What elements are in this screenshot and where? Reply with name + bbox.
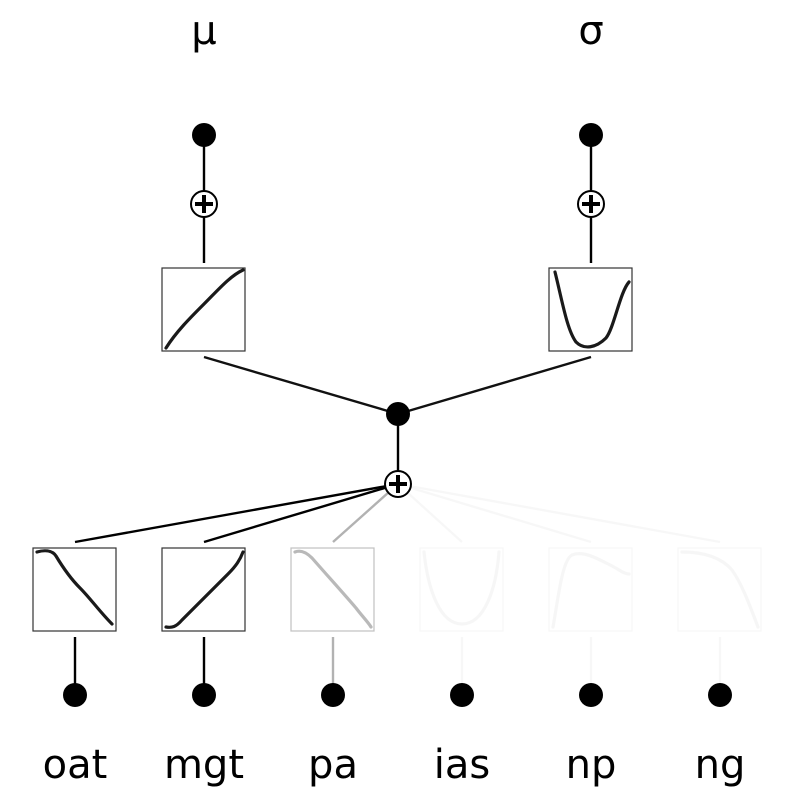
activation-box-oat bbox=[32, 547, 117, 632]
input-node-np bbox=[579, 683, 603, 707]
input-label-np: np bbox=[566, 742, 617, 788]
activation-curve-mu bbox=[164, 268, 245, 350]
input-branch-oat bbox=[32, 547, 117, 707]
edge-hidden-to-mu bbox=[203, 355, 399, 416]
input-label-oat: oat bbox=[43, 742, 108, 788]
activation-curve-oat bbox=[35, 549, 114, 626]
input-label-pa: pa bbox=[308, 742, 358, 788]
output-node-mu bbox=[192, 123, 216, 147]
input-label-ng: ng bbox=[695, 742, 746, 788]
input-branch-ng bbox=[678, 548, 761, 695]
edge-sum-to-mgt bbox=[203, 482, 399, 544]
activation-box-np bbox=[549, 548, 632, 631]
sum-node-icon bbox=[384, 470, 412, 498]
input-node-ng bbox=[708, 683, 732, 707]
hidden-node bbox=[386, 402, 410, 426]
activation-box-sigma bbox=[548, 267, 633, 352]
output-branch-sigma bbox=[548, 123, 633, 352]
input-branch-mgt bbox=[161, 547, 246, 707]
activation-box-pa bbox=[290, 547, 375, 632]
input-node-ias bbox=[450, 683, 474, 707]
output-branch-mu bbox=[161, 123, 246, 352]
edge-sum-to-pa bbox=[332, 483, 399, 543]
input-node-mgt bbox=[192, 683, 216, 707]
output-label-sigma: σ bbox=[578, 8, 603, 54]
activation-box-mgt bbox=[161, 547, 246, 632]
input-label-mgt: mgt bbox=[164, 742, 244, 788]
activation-curve-sigma bbox=[553, 270, 631, 349]
edge-hidden-to-sigma bbox=[397, 355, 592, 416]
edge-sum-to-oat bbox=[74, 482, 399, 544]
output-label-mu: μ bbox=[191, 8, 216, 54]
sum-node-icon bbox=[577, 190, 605, 218]
input-branch-pa bbox=[290, 547, 375, 695]
input-node-pa bbox=[321, 683, 345, 707]
activation-curve-mgt bbox=[164, 550, 245, 629]
activation-box-mu bbox=[161, 267, 246, 352]
activation-curve-pa bbox=[293, 549, 373, 629]
input-node-oat bbox=[63, 683, 87, 707]
input-branch-np bbox=[549, 548, 632, 695]
sum-node-icon bbox=[190, 190, 218, 218]
input-label-ias: ias bbox=[434, 742, 490, 788]
output-node-sigma bbox=[579, 123, 603, 147]
input-branch-ias bbox=[420, 548, 503, 695]
